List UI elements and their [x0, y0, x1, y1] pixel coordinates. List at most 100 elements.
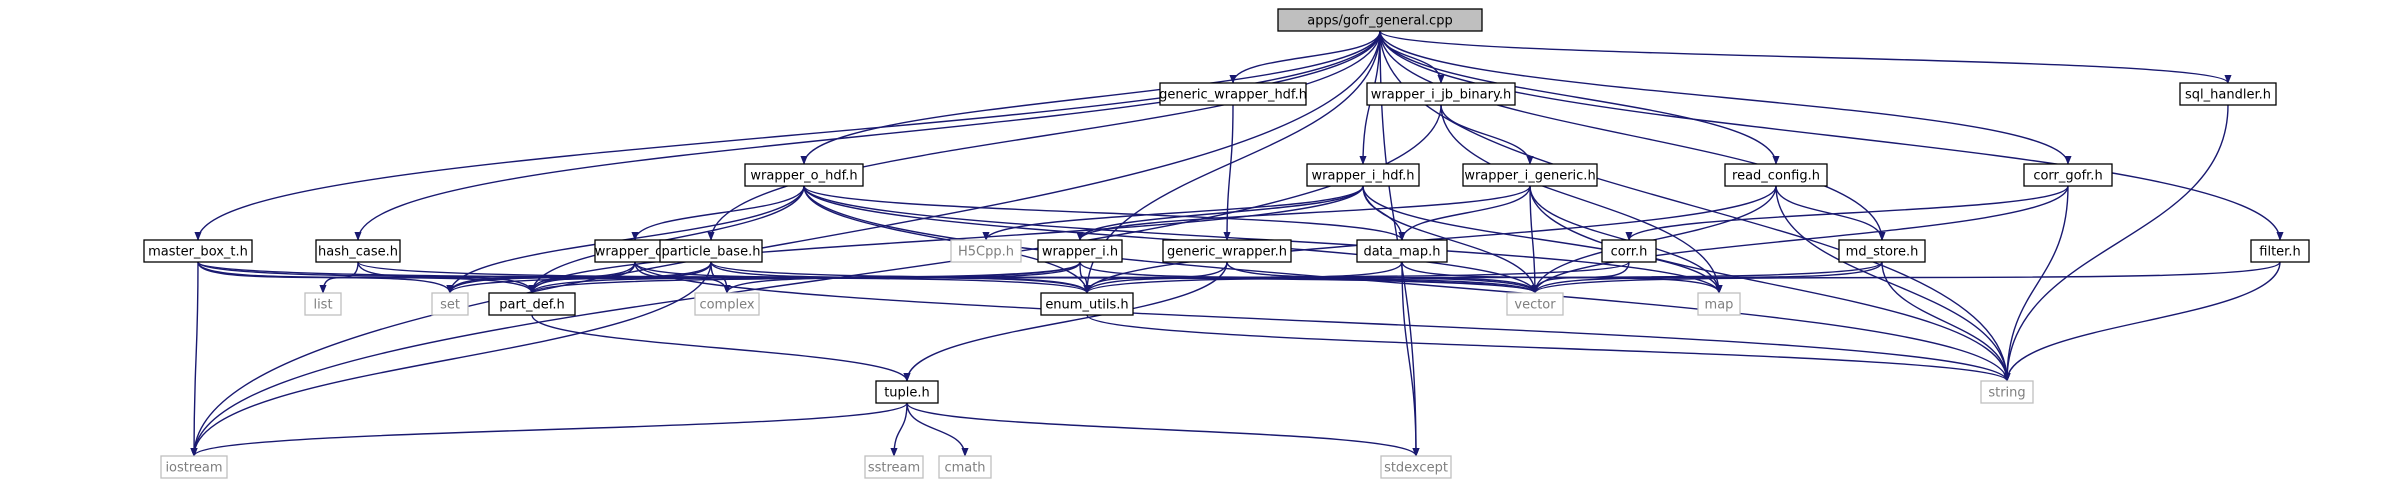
edge-generic_wrapper_hdf-to-generic_wrapper: [1223, 104, 1234, 241]
node-filter[interactable]: filter.h: [2250, 239, 2310, 263]
node-wrapper_i[interactable]: wrapper_i.h: [1037, 239, 1123, 263]
node-cmath: cmath: [938, 455, 992, 479]
edge-wrapper_i_generic-to-data_map: [1398, 185, 1531, 241]
edge-root-to-wrapper_i_jb_binary: [1379, 30, 1445, 84]
node-md_store[interactable]: md_store.h: [1838, 239, 1926, 263]
node-part_def[interactable]: part_def.h: [488, 292, 576, 316]
node-box: [1366, 82, 1516, 106]
node-label: corr_gofr.h: [2033, 169, 2102, 184]
node-label: data_map.h: [1363, 245, 1440, 260]
node-label: string: [1988, 386, 2025, 401]
node-label: enum_utils.h: [1045, 298, 1128, 313]
edge-line: [1881, 261, 2011, 382]
edge-line: [2003, 261, 2281, 382]
node-layer: apps/gofr_general.cpp generic_wrapper_hdf…: [143, 8, 2310, 479]
edge-root-to-corr_gofr: [1379, 30, 2072, 165]
edge-line: [1531, 261, 1883, 294]
node-particle_base[interactable]: particle_base.h: [659, 239, 763, 263]
node-set: set: [431, 292, 469, 316]
node-generic_wrapper[interactable]: generic_wrapper.h: [1162, 239, 1292, 263]
node-label: wrapper_o_hdf.h: [750, 169, 857, 184]
node-label: wrapper_i_jb_binary.h: [1371, 88, 1511, 103]
node-box: [1838, 239, 1926, 263]
edge-particle_base-to-iostream: [190, 261, 712, 457]
node-label: read_config.h: [1732, 169, 1820, 184]
edge-root-to-generic_wrapper_hdf: [1229, 30, 1381, 84]
node-hash_case[interactable]: hash_case.h: [315, 239, 401, 263]
node-corr_gofr[interactable]: corr_gofr.h: [2023, 163, 2113, 187]
edge-root-to-master_box_t: [194, 30, 1381, 241]
edge-line: [890, 402, 908, 457]
node-map: map: [1697, 292, 1741, 316]
node-box: [431, 292, 469, 316]
edge-part_def-to-tuple: [531, 314, 911, 382]
node-vector: vector: [1506, 292, 1564, 316]
edge-tuple-to-sstream: [890, 402, 908, 457]
node-label: md_store.h: [1846, 245, 1919, 260]
edge-line: [1531, 185, 2069, 294]
edge-line: [631, 185, 805, 241]
edge-wrapper_i_hdf-to-vector: [1362, 185, 1539, 294]
edge-line: [1401, 261, 1420, 457]
node-wrapper_i_hdf[interactable]: wrapper_i_hdf.h: [1306, 163, 1420, 187]
edge-wrapper_o_hdf-to-string: [803, 185, 2011, 382]
edge-generic_wrapper-to-tuple: [903, 261, 1228, 382]
edge-root-to-md_store: [1379, 30, 1886, 241]
node-iostream: iostream: [160, 455, 228, 479]
node-wrapper_i_jb_binary[interactable]: wrapper_i_jb_binary.h: [1366, 82, 1516, 106]
node-box: [864, 455, 924, 479]
node-box: [1724, 163, 1828, 187]
edge-line: [803, 185, 1406, 241]
node-label: apps/gofr_general.cpp: [1307, 14, 1452, 29]
edge-line: [1076, 185, 1364, 241]
edge-line: [194, 30, 1381, 241]
edge-line: [528, 185, 1364, 294]
edge-line: [1775, 185, 1886, 241]
edge-line: [1379, 30, 2072, 165]
node-sstream: sstream: [864, 455, 924, 479]
node-box: [694, 292, 760, 316]
node-data_map[interactable]: data_map.h: [1356, 239, 1448, 263]
node-sql_handler[interactable]: sql_handler.h: [2179, 82, 2277, 106]
edge-master_box_t-to-iostream: [190, 261, 199, 457]
edge-root-to-iostream: [190, 30, 1381, 457]
edge-enum_utils-to-string: [1086, 314, 2011, 382]
edge-hash_case-to-part_def: [357, 261, 536, 294]
edge-tuple-to-stdexcept: [906, 402, 1420, 457]
node-label: list: [313, 298, 332, 313]
node-box: [1506, 292, 1564, 316]
edge-wrapper_o-to-string: [634, 261, 2011, 382]
edge-master_box_t-to-set: [197, 261, 454, 294]
edge-line: [1531, 261, 2281, 294]
edge-line: [1379, 30, 1445, 84]
node-label: vector: [1514, 298, 1556, 313]
edge-line: [190, 30, 1381, 457]
node-wrapper_o_hdf[interactable]: wrapper_o_hdf.h: [744, 163, 864, 187]
edge-line: [190, 402, 908, 457]
node-wrapper_o[interactable]: wrapper_o.h: [594, 239, 676, 263]
edge-md_store-to-string: [1881, 261, 2011, 382]
node-wrapper_i_generic[interactable]: wrapper_i_generic.h: [1462, 163, 1598, 187]
node-box: [1380, 455, 1452, 479]
node-read_config[interactable]: read_config.h: [1724, 163, 1828, 187]
edge-wrapper_i_jb_binary-to-iostream: [190, 104, 1442, 457]
edge-line: [906, 402, 1420, 457]
node-master_box_t[interactable]: master_box_t.h: [143, 239, 253, 263]
edge-line: [1229, 30, 1381, 84]
node-enum_utils[interactable]: enum_utils.h: [1040, 292, 1134, 316]
edge-wrapper_i_hdf-to-wrapper_i: [1076, 185, 1364, 241]
edge-line: [1379, 30, 1886, 241]
node-label: hash_case.h: [318, 245, 398, 260]
node-tuple[interactable]: tuple.h: [875, 380, 939, 404]
node-corr[interactable]: corr.h: [1601, 239, 1657, 263]
node-label: master_box_t.h: [148, 245, 248, 260]
edge-line: [1379, 30, 2284, 241]
node-label: corr.h: [1611, 245, 1648, 260]
node-box: [2023, 163, 2113, 187]
edge-root-to-sql_handler: [1379, 30, 2232, 84]
node-label: wrapper_o.h: [595, 245, 675, 260]
edge-wrapper_i-to-set: [446, 261, 1081, 294]
node-generic_wrapper_hdf[interactable]: generic_wrapper_hdf.h: [1159, 82, 1307, 106]
edge-line: [1379, 30, 2232, 84]
